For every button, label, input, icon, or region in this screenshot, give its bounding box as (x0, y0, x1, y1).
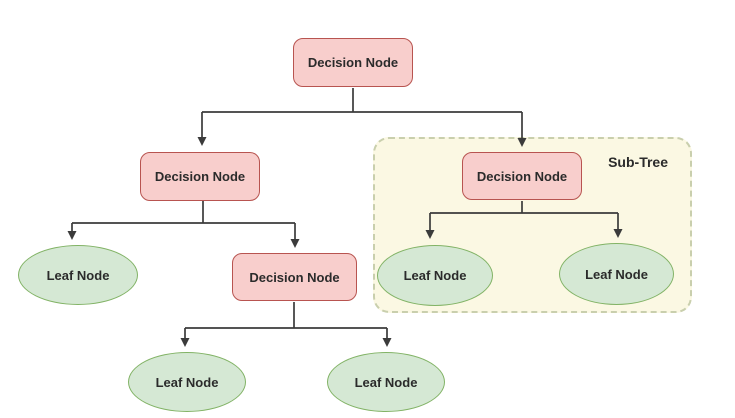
leaf-node-subtree-right: Leaf Node (559, 243, 674, 305)
leaf-node-bottom-left: Leaf Node (128, 352, 246, 412)
leaf-node-bottom-right: Leaf Node (327, 352, 445, 412)
decision-node-subtree: Decision Node (462, 152, 582, 200)
decision-node-middle: Decision Node (232, 253, 357, 301)
decision-node-root: Decision Node (293, 38, 413, 87)
subtree-label: Sub-Tree (608, 154, 668, 170)
leaf-node-left: Leaf Node (18, 245, 138, 305)
decision-node-left: Decision Node (140, 152, 260, 201)
leaf-node-subtree-left: Leaf Node (377, 245, 493, 306)
